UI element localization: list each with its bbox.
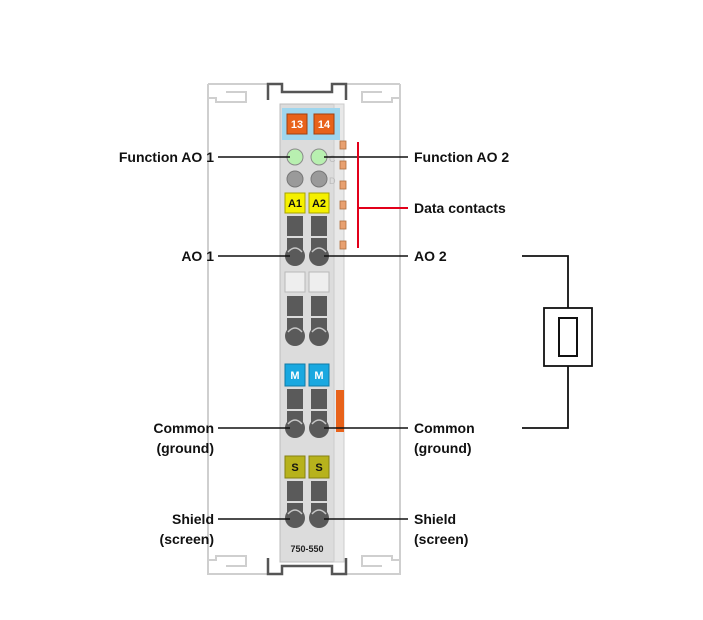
rail-frame-left	[207, 83, 270, 575]
slot-ao2-top	[311, 216, 327, 236]
slot-mid-3	[287, 296, 303, 316]
svg-text:S: S	[291, 462, 298, 474]
clamp-ao1	[285, 238, 305, 266]
top-latch	[266, 82, 348, 100]
power-jumper	[336, 390, 344, 432]
label-common-left-1: Common	[153, 420, 214, 436]
label-shield-left-1: Shield	[172, 511, 214, 527]
bottom-latch	[266, 558, 348, 576]
svg-text:M: M	[290, 370, 299, 382]
label-function-ao1: Function AO 1	[119, 149, 214, 165]
slot-mid-4	[311, 296, 327, 316]
slot-mid-2	[308, 271, 330, 293]
label-shield-right-2: (screen)	[414, 531, 468, 547]
clamp-shield-2	[309, 503, 329, 528]
slot-mid-1	[284, 271, 306, 293]
chip-a2: A2	[308, 192, 330, 214]
load-resistor-schematic	[522, 255, 593, 429]
svg-text:A2: A2	[312, 198, 326, 210]
svg-text:M: M	[314, 370, 323, 382]
rail-frame-right	[340, 83, 401, 575]
label-function-ao2: Function AO 2	[414, 149, 509, 165]
led-unused-2	[310, 170, 328, 188]
clamp-mid-2	[309, 318, 329, 346]
channel-chip-14: 14	[313, 113, 335, 135]
model-number: 750-550	[290, 544, 323, 554]
data-contacts	[339, 140, 347, 250]
svg-text:S: S	[315, 462, 322, 474]
mark-c: C	[329, 154, 336, 164]
side-strip	[333, 103, 345, 563]
clamp-mid-1	[285, 318, 305, 346]
label-common-right-2: (ground)	[414, 440, 472, 456]
leaders-left	[218, 156, 290, 520]
label-ao1: AO 1	[181, 248, 214, 264]
label-common-right-1: Common	[414, 420, 475, 436]
slot-common-1	[287, 389, 303, 409]
svg-text:A1: A1	[288, 198, 302, 210]
slot-common-2	[311, 389, 327, 409]
led-unused-1	[286, 170, 304, 188]
clamp-common-1	[285, 411, 305, 438]
label-shield-right-1: Shield	[414, 511, 456, 527]
slot-shield-1	[287, 481, 303, 501]
label-common-left-2: (ground)	[156, 440, 214, 456]
svg-text:13: 13	[291, 119, 303, 131]
chip-s2: S	[308, 455, 330, 479]
chip-m1: M	[284, 363, 306, 387]
data-contacts-bracket	[357, 142, 408, 248]
label-data-contacts: Data contacts	[414, 200, 506, 216]
mark-d: D	[329, 176, 336, 186]
svg-text:14: 14	[318, 119, 331, 131]
clamp-common-2	[309, 411, 329, 438]
clamp-ao2	[309, 238, 329, 266]
clamp-shield-1	[285, 503, 305, 528]
label-shield-left-2: (screen)	[160, 531, 214, 547]
chip-s1: S	[284, 455, 306, 479]
label-ao2: AO 2	[414, 248, 447, 264]
chip-m2: M	[308, 363, 330, 387]
leaders-right	[324, 156, 408, 520]
channel-chip-13: 13	[286, 113, 308, 135]
slot-ao1-top	[287, 216, 303, 236]
slot-shield-2	[311, 481, 327, 501]
chip-a1: A1	[284, 192, 306, 214]
